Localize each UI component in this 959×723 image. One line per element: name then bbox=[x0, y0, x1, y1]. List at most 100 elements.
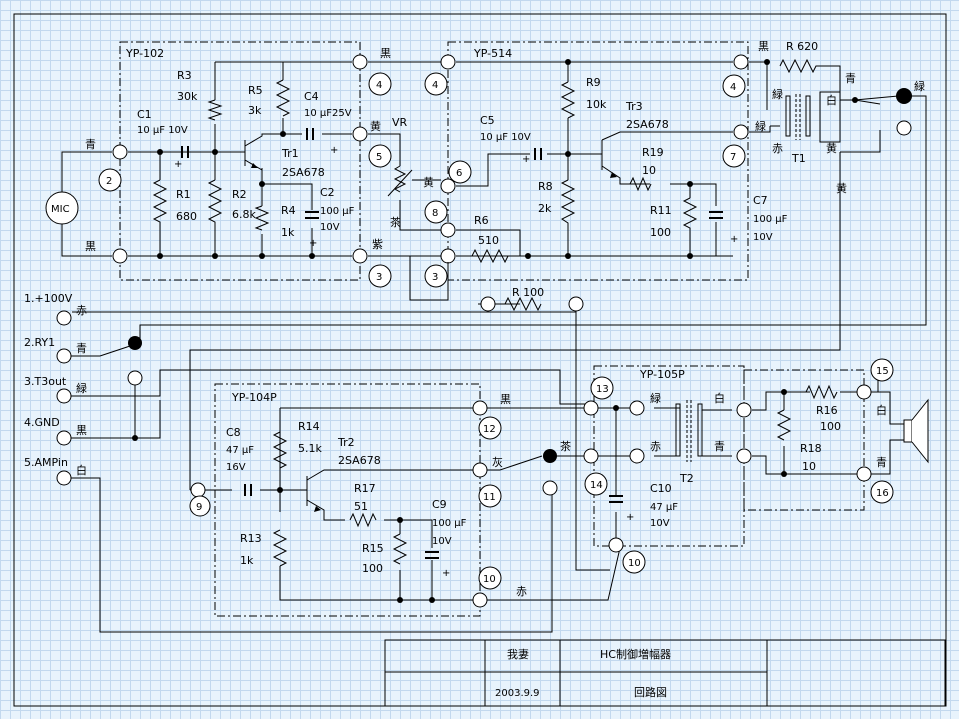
yp105p-terminal-10 bbox=[608, 537, 624, 553]
pin-9 bbox=[189, 495, 211, 517]
r5-label: R5 bbox=[248, 84, 263, 97]
r3-label: R3 bbox=[177, 69, 192, 82]
pin-4-mid bbox=[424, 72, 448, 96]
yp102-terminal-3 bbox=[352, 248, 368, 264]
r5-resistor bbox=[275, 79, 291, 117]
r4-resistor bbox=[254, 205, 270, 231]
c4-value: 10 μF25V bbox=[304, 108, 352, 119]
relay-contact-4 bbox=[542, 480, 558, 496]
r8-resistor bbox=[560, 179, 576, 228]
t2-winding-secondary bbox=[697, 403, 703, 457]
c7-capacitor bbox=[709, 211, 723, 219]
r620-resistor bbox=[779, 58, 841, 93]
pin-13-num: 13 bbox=[596, 384, 609, 395]
pin-3-left-num: 3 bbox=[376, 272, 382, 283]
yp105p-terminal-15 bbox=[856, 384, 872, 400]
yp104p-terminal-12 bbox=[472, 400, 488, 416]
r3-resistor bbox=[207, 99, 223, 121]
input-label-3: 3.T3out bbox=[24, 375, 67, 388]
r19-resistor bbox=[629, 176, 652, 192]
r16-resistor bbox=[805, 384, 838, 400]
tr3-label: Tr3 bbox=[625, 100, 643, 113]
r5-value: 3k bbox=[248, 104, 262, 117]
yp104p-terminal-9 bbox=[190, 482, 206, 498]
r13-value: 1k bbox=[240, 554, 254, 567]
r100-wires bbox=[72, 256, 610, 571]
board-yp105p-right-outline bbox=[743, 369, 865, 511]
yp102-junctions bbox=[157, 131, 315, 259]
r100-resistor bbox=[504, 296, 542, 312]
c5-label: C5 bbox=[480, 114, 495, 127]
r13-label: R13 bbox=[240, 532, 262, 545]
wire-brown-2: 茶 bbox=[560, 440, 571, 453]
mic-wire-black-label: 黒 bbox=[85, 240, 96, 253]
c1-label: C1 bbox=[137, 108, 152, 121]
wire-black-2: 黒 bbox=[758, 40, 769, 53]
ry1-contact bbox=[128, 336, 142, 350]
pin-7-num: 7 bbox=[730, 152, 736, 163]
wire-green-4: 緑 bbox=[650, 391, 661, 405]
input-terminal-2 bbox=[56, 348, 72, 364]
t1-primary-wires bbox=[749, 61, 780, 133]
tr3-transistor bbox=[595, 140, 603, 170]
wire-yellow-3: 黄 bbox=[826, 141, 837, 155]
c4-capacitor bbox=[306, 128, 314, 140]
r18-label: R18 bbox=[800, 442, 822, 455]
speaker-wires bbox=[871, 391, 904, 475]
wire-brown-1: 茶 bbox=[390, 216, 401, 229]
pin-4-right bbox=[722, 74, 746, 98]
pin-4-left bbox=[368, 72, 392, 96]
speaker-icon bbox=[903, 419, 913, 443]
board-yp104p-label: YP-104P bbox=[231, 391, 277, 404]
r15-value: 100 bbox=[362, 562, 383, 575]
c9-value-2: 10V bbox=[432, 536, 452, 547]
wire-purple: 紫 bbox=[372, 238, 383, 251]
pin-12 bbox=[478, 416, 502, 440]
pin-8-num: 8 bbox=[432, 208, 438, 219]
pin-4-right-num: 4 bbox=[730, 82, 736, 93]
c8-value-1: 47 μF bbox=[226, 445, 254, 456]
input-label-2: 2.RY1 bbox=[24, 336, 55, 349]
yp104p-junctions bbox=[277, 487, 435, 603]
c10-value-2: 10V bbox=[650, 518, 670, 529]
r2-value: 6.8k bbox=[232, 208, 256, 221]
tr1-value: 2SA678 bbox=[282, 166, 325, 179]
input-wire-2: 青 bbox=[76, 342, 87, 355]
pin-4-mid-num: 4 bbox=[432, 80, 438, 91]
c10-label: C10 bbox=[650, 482, 672, 495]
r4-value: 1k bbox=[281, 226, 295, 239]
tr2-value: 2SA678 bbox=[338, 454, 381, 467]
pin-16 bbox=[870, 480, 894, 504]
wire-blue-3: 青 bbox=[714, 440, 725, 453]
svg-text:+: + bbox=[522, 154, 530, 165]
pin-2-num: 2 bbox=[106, 176, 112, 187]
r100-label: R 100 bbox=[512, 286, 544, 299]
relay-contact-3 bbox=[543, 449, 557, 463]
r13-resistor bbox=[272, 529, 288, 567]
t1-label: T1 bbox=[791, 152, 806, 165]
relay-contact-2 bbox=[896, 120, 912, 136]
pin-10b-num: 10 bbox=[628, 558, 641, 569]
c1-capacitor bbox=[181, 146, 189, 158]
output-routing-wires bbox=[139, 95, 927, 490]
wire-green-1: 緑 bbox=[772, 87, 783, 101]
pin-3-left bbox=[368, 264, 392, 288]
title-block bbox=[384, 639, 946, 707]
pin-6-num: 6 bbox=[456, 168, 462, 179]
t1-core bbox=[795, 94, 801, 140]
pin-9-num: 9 bbox=[196, 502, 202, 513]
input-label-4: 4.GND bbox=[24, 416, 60, 429]
pin-3-mid bbox=[424, 264, 448, 288]
c9-label: C9 bbox=[432, 498, 447, 511]
t2-core bbox=[686, 400, 692, 462]
wire-green-2: 緑 bbox=[755, 119, 766, 133]
c9-capacitor bbox=[425, 551, 439, 559]
c2-value-1: 100 μF bbox=[320, 206, 355, 217]
r9-resistor bbox=[560, 81, 576, 119]
c1-value: 10 μF 10V bbox=[137, 125, 188, 136]
tr3-value: 2SA678 bbox=[626, 118, 669, 131]
wire-white-2: 白 bbox=[714, 391, 725, 405]
pin-2 bbox=[98, 168, 122, 192]
input-wire-5: 白 bbox=[76, 463, 87, 477]
input-terminal-list bbox=[56, 310, 72, 486]
